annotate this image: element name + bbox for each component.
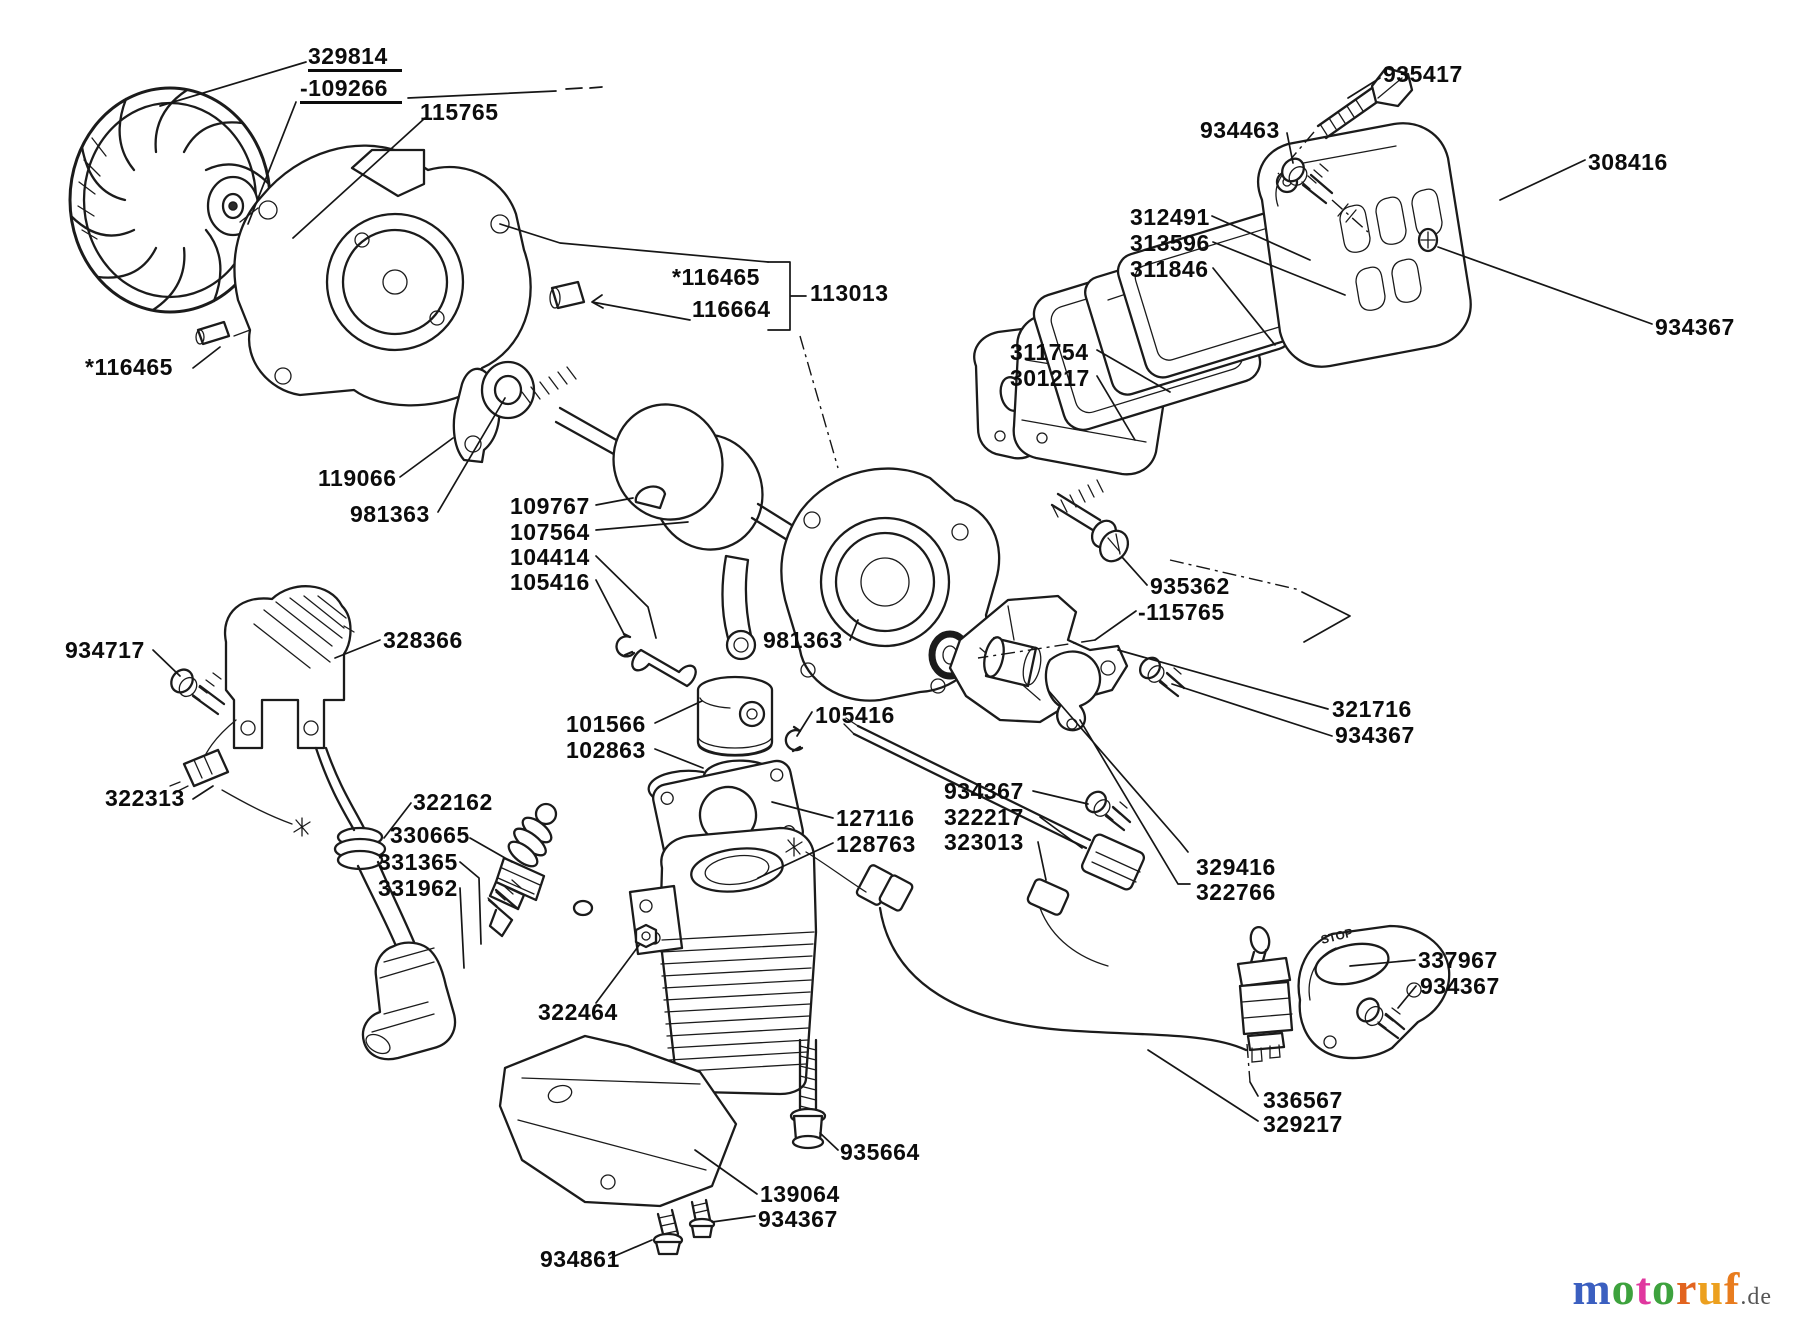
kill-wire-322313 — [169, 719, 311, 837]
leader-lines — [152, 61, 1653, 1259]
crankshaft — [521, 366, 844, 661]
bolt-935664 — [789, 1038, 827, 1150]
logo-letter: o — [1611, 1263, 1636, 1314]
logo-letter: m — [1572, 1263, 1612, 1314]
screw-934463 — [1281, 157, 1369, 233]
screw-934367-module-right — [1138, 656, 1186, 698]
boot-322766 — [1044, 650, 1102, 732]
connector-322217 — [1080, 833, 1146, 891]
stop-switch-wire-329217 — [878, 906, 1248, 1052]
inline-connector — [785, 837, 914, 912]
bushing-116664 — [549, 280, 586, 310]
cylinder-128763 — [628, 826, 818, 1096]
ignition-coil-328366 — [223, 585, 355, 750]
spark-plug-wire — [314, 746, 416, 948]
connector-323013 — [1026, 878, 1070, 916]
shield-139064 — [498, 1034, 738, 1208]
bolt-935362 — [1050, 479, 1130, 563]
plug-boot-331365 — [361, 941, 457, 1061]
logo-letter: r — [1676, 1263, 1698, 1314]
crankcase-left — [233, 144, 532, 407]
grommet-322162 — [333, 826, 387, 871]
motoruf-logo: motoruf.de — [1572, 1262, 1772, 1315]
screw-934367-bracket — [1356, 997, 1406, 1040]
stop-switch-336567 — [1236, 925, 1294, 1063]
logo-letter: u — [1697, 1263, 1725, 1314]
spark-plug-330665 — [487, 802, 558, 938]
piston-101566 — [696, 675, 774, 757]
logo-letter: t — [1635, 1263, 1652, 1314]
circlip-105416-right — [784, 725, 804, 753]
motoruf-logo-suffix: .de — [1740, 1284, 1772, 1310]
screw-934861 — [652, 1208, 684, 1256]
woodruff-key-109767 — [634, 485, 667, 510]
bearing-981363-left — [480, 360, 536, 420]
logo-letter: o — [1652, 1263, 1676, 1314]
muffler-cover-308416 — [1257, 122, 1472, 368]
screw-934367-center — [1084, 790, 1132, 832]
screw-934367-cylinder — [688, 1198, 716, 1239]
motoruf-logo-letters: motoruf — [1572, 1263, 1740, 1314]
pin-116465 — [195, 320, 231, 346]
switch-bracket-337967: STOP — [1297, 924, 1451, 1060]
coil-core-329416 — [983, 636, 1042, 688]
circlip-105416-left — [615, 632, 636, 658]
logo-letter: f — [1724, 1263, 1741, 1314]
bolt-935417 — [1277, 66, 1414, 175]
wrist-pin-104414 — [631, 648, 697, 688]
screw-934717 — [170, 668, 226, 716]
throttle-rod — [843, 717, 1092, 850]
nut-322464 — [572, 899, 658, 949]
